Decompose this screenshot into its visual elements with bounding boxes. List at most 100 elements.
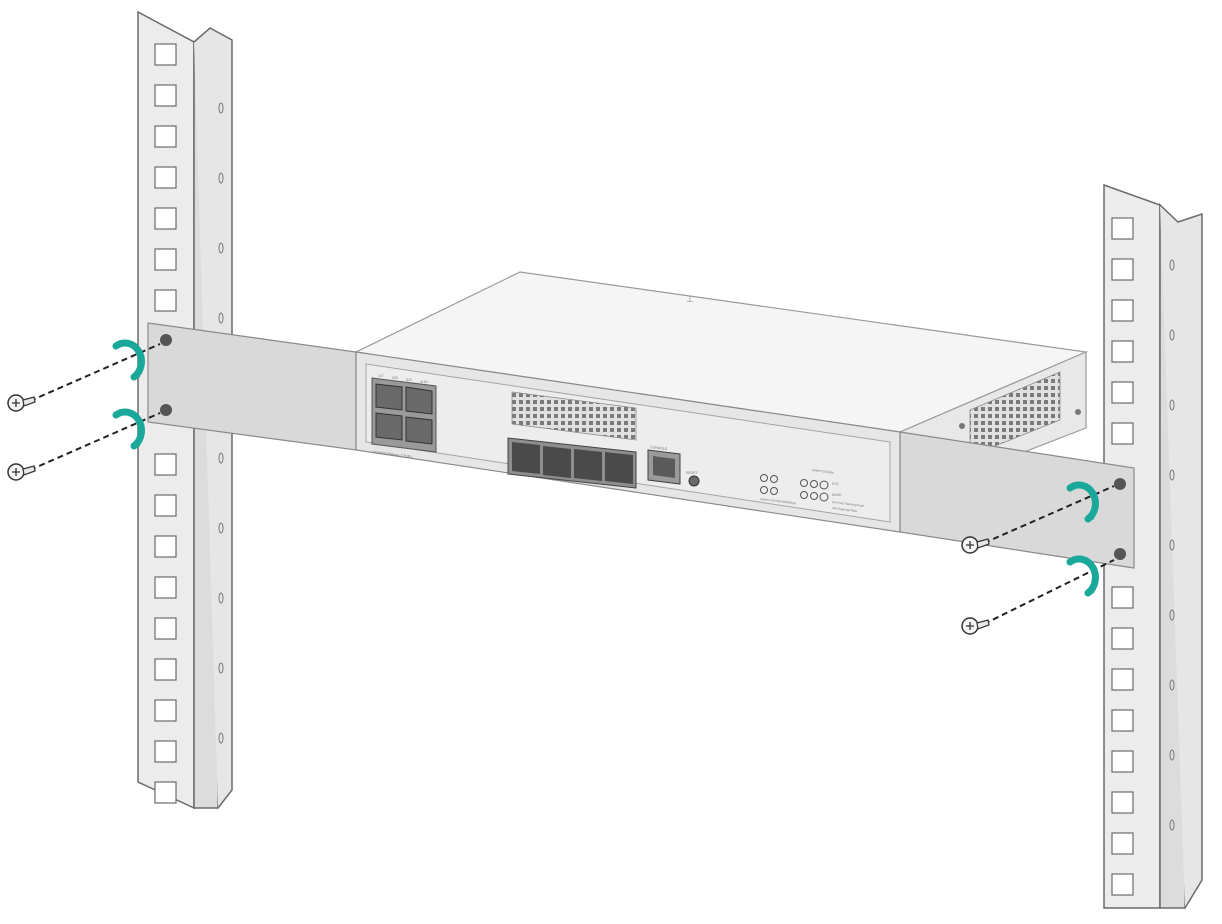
rj45-port [405,386,433,415]
led-sys-label: SYS [832,482,838,486]
rack-hole [154,166,177,189]
rj45-caption: 10/100/1000Base-T PoE+ [372,450,413,459]
rack-slot [218,732,224,744]
screw-assembly [7,339,161,412]
rack-hole [154,781,177,804]
rack-slot [1169,399,1175,411]
bracket-hole [1114,478,1126,490]
sfp-port [574,449,602,481]
rack-slot [218,312,224,324]
rack-hole [1111,217,1134,240]
rack-slot [1169,259,1175,271]
rj45-port [375,383,403,411]
screw-group [7,339,1115,635]
port-number-label: 3/9 [406,377,412,382]
rack-slot [1169,819,1175,831]
screw-slot [12,399,20,407]
screw-slot [966,622,974,630]
rack-hole [1111,340,1134,363]
top-logo-mark: ⊥ [686,294,694,304]
port-number-label: 4/10 [420,379,429,384]
dashed-guide-line [29,343,161,402]
right-post-holes [1111,217,1134,896]
rack-slot [218,172,224,184]
screw-shank [976,538,990,549]
rack-hole [154,84,177,107]
clockwise-rotation-arrow-icon [1066,555,1099,597]
rack-hole [154,740,177,763]
rack-hole [154,658,177,681]
screw-shank [976,619,990,630]
clockwise-rotation-arrow-icon [1066,481,1099,523]
rack-hole [154,576,177,599]
screw-slot [12,468,20,476]
rack-slot [218,662,224,674]
sfp-port-block [507,437,637,489]
led-mode-label: MODE [832,493,842,497]
rack-slot [1169,609,1175,621]
rack-hole [154,699,177,722]
dashed-guide-line [29,412,161,471]
sfp-led-caption: Green=10/100/1000Mbps [760,497,797,505]
front-vent-grid [511,391,637,441]
screw-assembly [961,481,1115,554]
rack-hole [154,125,177,148]
screw-slot [966,541,974,549]
led-mode-line2: Off=Flashing=Rate [832,506,858,513]
screw-icon [961,617,990,635]
rack-slot [1169,749,1175,761]
rack-hole [1111,873,1134,896]
switch-front-panel [355,351,901,533]
rack-hole [1111,586,1134,609]
led-indicator-block [760,474,829,502]
bracket-hole [160,334,172,346]
rack-slot [1169,469,1175,481]
rack-hole [1111,422,1134,445]
clockwise-rotation-arrow-icon [112,408,145,450]
right-post-slots [1169,259,1175,831]
dashed-guide-line [983,485,1115,544]
screw-icon [7,463,36,481]
reset-button [688,475,700,487]
rack-hole [154,43,177,66]
rack-slot [218,522,224,534]
rack-hole [1111,668,1134,691]
panel-labels: 1/7 2/8 3/9 4/10 10/100/1000Base-T PoE+ … [372,373,864,513]
rack-slot [218,242,224,254]
rack-slot [218,102,224,114]
bracket-hole [160,404,172,416]
rack-hole [154,535,177,558]
mounting-bracket [147,322,1135,569]
rack-slot [1169,539,1175,551]
screw-shank [22,396,36,407]
screw-assembly [7,408,161,481]
rack-hole [154,248,177,271]
rack-slot [1169,679,1175,691]
rack-hole [1111,709,1134,732]
rack-slot [218,592,224,604]
rj45-port [375,412,403,441]
rack-hole [1111,258,1134,281]
led-mode-line1: On=PoE Flashing=Fault [832,500,864,508]
screw-shank [22,465,36,476]
rack-slot [1169,329,1175,341]
rack-hole [1111,299,1134,322]
rack-hole [154,494,177,517]
bracket-hole [1114,548,1126,560]
left-post-holes [154,43,177,804]
rj45-port-block [371,377,437,453]
sfp-port [605,452,633,484]
rack-hole [154,289,177,312]
port-number-label: 2/8 [392,375,398,380]
rack-hole [1111,750,1134,773]
rack-hole [1111,832,1134,855]
rack-hole [1111,791,1134,814]
screw-icon [961,536,990,554]
led-caption-top: Green=10Gbps [812,468,835,475]
rack-hole [154,207,177,230]
screw-icon [7,394,36,412]
console-label: CONSOLE [650,445,668,451]
sfp-port [543,446,571,478]
screw-assembly [961,555,1115,635]
